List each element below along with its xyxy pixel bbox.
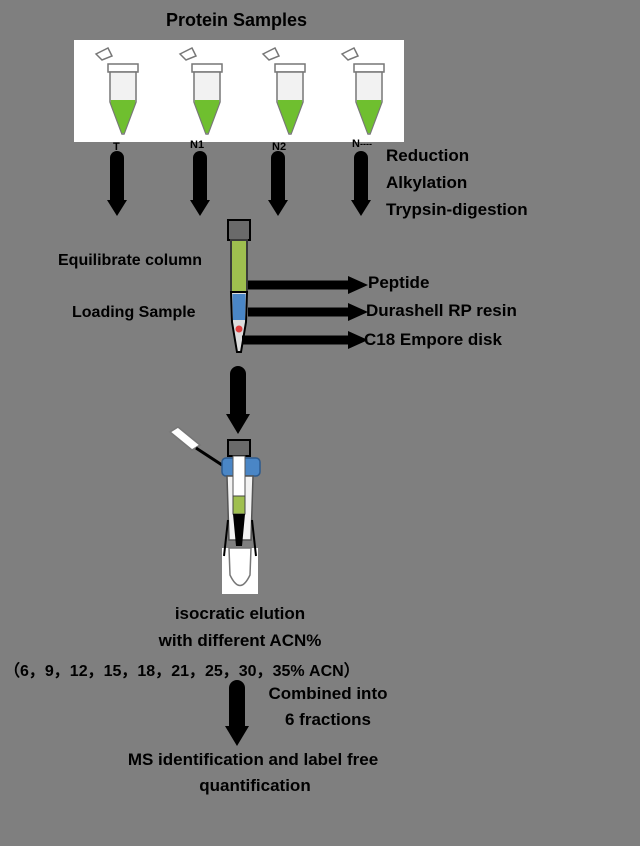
elution-acn-list: （6，9，12，15，18，21，25，30，35% ACN） — [4, 663, 360, 680]
sample-tube-n1 — [179, 47, 223, 135]
sample-tube-n — [341, 47, 385, 135]
elution-line-2: with different ACN% — [158, 631, 322, 650]
label-c18-disk: C18 Empore disk — [364, 330, 502, 349]
sample-tube-t — [95, 47, 139, 135]
elution-line-1: isocratic elution — [174, 604, 306, 623]
step-loading-sample: Loading Sample — [72, 304, 196, 321]
final-line-1: MS identification and label free — [127, 750, 379, 769]
final-line-2: quantification — [199, 776, 311, 795]
label-durashell-resin: Durashell RP resin — [366, 301, 517, 320]
tube-label-t: T — [113, 141, 120, 153]
diagram-title: Protein Samples — [166, 10, 308, 30]
step-equilibrate-column: Equilibrate column — [58, 252, 203, 269]
combine-line-1: Combined into — [268, 684, 388, 703]
label-peptide: Peptide — [368, 273, 430, 292]
step-trypsin-digestion: Trypsin-digestion — [386, 200, 528, 219]
spin-column — [227, 219, 251, 353]
combine-line-2: 6 fractions — [285, 710, 371, 729]
tube-label-n1: N1 — [190, 139, 205, 151]
tube-label-n: N---- — [352, 138, 372, 150]
step-reduction: Reduction — [386, 146, 470, 165]
tube-label-n-suffix: ---- — [359, 139, 372, 149]
step-alkylation: Alkylation — [386, 173, 468, 192]
elution-assembly — [168, 426, 261, 594]
sample-tube-n2 — [262, 47, 306, 135]
tube-label-n2: N2 — [272, 141, 287, 153]
